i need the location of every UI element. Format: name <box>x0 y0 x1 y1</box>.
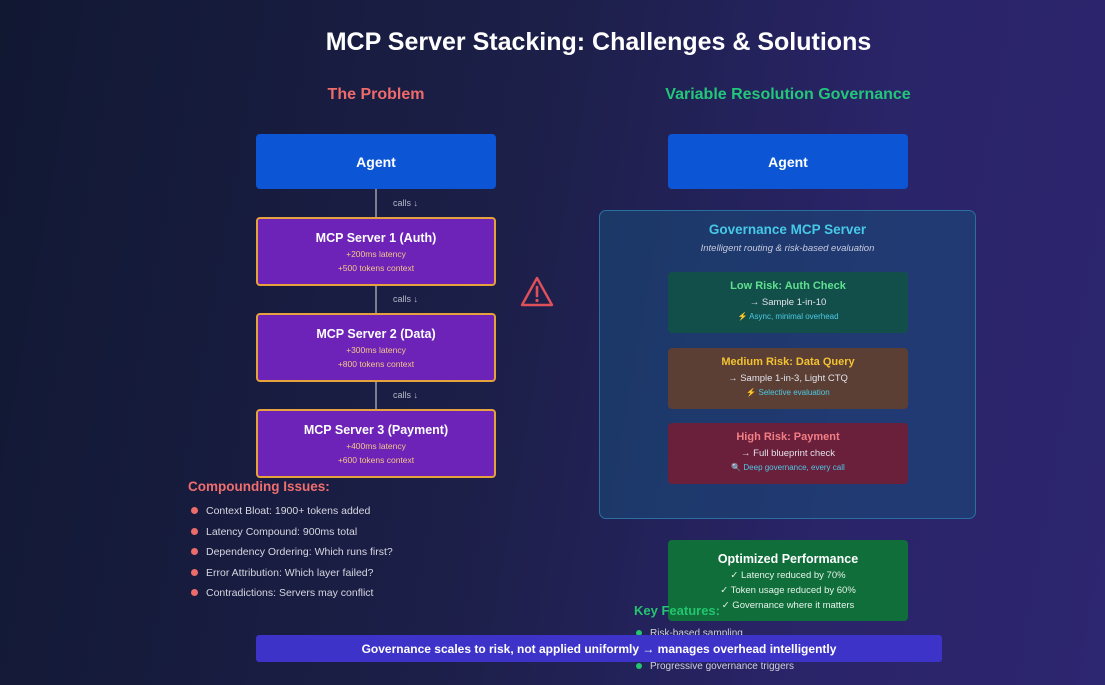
footer-text: Governance scales to risk, not applied u… <box>361 641 837 656</box>
calls-label: calls ↓ <box>393 294 419 304</box>
problem-agent-label: Agent <box>356 153 396 170</box>
calls-label: calls ↓ <box>393 390 419 400</box>
mcp-server-2: MCP Server 2 (Data) +300ms latency +800 … <box>256 313 496 382</box>
performance-line: ✓ Token usage reduced by 60% <box>720 585 856 596</box>
risk-title: High Risk: Payment <box>736 431 840 443</box>
server-tokens: +500 tokens context <box>337 263 415 273</box>
risk-title: Medium Risk: Data Query <box>721 356 855 368</box>
issues-title: Compounding Issues: <box>188 479 330 494</box>
key-feature-item: Progressive governance triggers <box>636 661 794 672</box>
issue-item: Error Attribution: Which layer failed? <box>191 567 374 579</box>
solution-heading: Variable Resolution Governance <box>665 86 911 103</box>
page-title: MCP Server Stacking: Challenges & Soluti… <box>325 28 872 56</box>
key-feature-text: Progressive governance triggers <box>650 661 794 672</box>
bullet-icon <box>191 547 198 555</box>
issue-item: Latency Compound: 900ms total <box>191 526 357 538</box>
calls-label: calls ↓ <box>393 198 419 208</box>
connector-line <box>375 286 377 313</box>
issue-item: Contradictions: Servers may conflict <box>191 587 373 599</box>
risk-action: → Sample 1-in-3, Light CTQ <box>728 373 848 384</box>
solution-agent-box: Agent <box>668 134 908 189</box>
risk-action: → Sample 1-in-10 <box>749 297 827 308</box>
solution-agent-label: Agent <box>768 153 808 170</box>
issue-text: Error Attribution: Which layer failed? <box>206 567 374 579</box>
risk-note: 🔍 Deep governance, every call <box>731 463 845 472</box>
server-tokens: +600 tokens context <box>337 455 415 465</box>
problem-heading: The Problem <box>327 86 425 103</box>
performance-title: Optimized Performance <box>717 552 859 566</box>
bullet-icon <box>191 527 198 535</box>
issue-item: Context Bloat: 1900+ tokens added <box>191 505 370 517</box>
warning-triangle-icon <box>520 276 554 307</box>
issue-text: Contradictions: Servers may conflict <box>206 587 374 599</box>
issue-item: Dependency Ordering: Which runs first? <box>191 546 393 558</box>
server-latency: +400ms latency <box>346 441 406 451</box>
server-name: MCP Server 1 (Auth) <box>315 231 437 245</box>
connector-line <box>375 382 377 409</box>
key-feature-item: Risk-based sampling <box>636 628 743 639</box>
server-tokens: +800 tokens context <box>337 359 415 369</box>
governance-subtitle: Intelligent routing & risk-based evaluat… <box>700 243 875 254</box>
medium-risk-box: Medium Risk: Data Query → Sample 1-in-3,… <box>668 348 908 409</box>
mcp-server-1: MCP Server 1 (Auth) +200ms latency +500 … <box>256 217 496 286</box>
high-risk-box: High Risk: Payment → Full blueprint chec… <box>668 423 908 484</box>
risk-note: ⚡ Selective evaluation <box>746 388 830 397</box>
risk-action: → Full blueprint check <box>741 448 835 459</box>
footer-banner: Governance scales to risk, not applied u… <box>256 635 942 662</box>
bullet-icon <box>636 663 642 670</box>
performance-line: ✓ Governance where it matters <box>721 600 855 611</box>
key-feature-text: Risk-based sampling <box>650 628 743 639</box>
bullet-icon <box>191 588 198 596</box>
server-name: MCP Server 3 (Payment) <box>303 423 449 437</box>
issue-text: Latency Compound: 900ms total <box>206 526 358 538</box>
server-name: MCP Server 2 (Data) <box>316 327 436 341</box>
connector-line <box>375 189 377 217</box>
bullet-icon <box>191 506 198 514</box>
server-latency: +200ms latency <box>346 249 406 259</box>
bullet-icon <box>636 630 642 637</box>
key-features-title: Key Features: <box>634 603 720 618</box>
problem-agent-box: Agent <box>256 134 496 189</box>
performance-box: Optimized Performance ✓ Latency reduced … <box>668 540 908 621</box>
bullet-icon <box>191 568 198 576</box>
issue-text: Dependency Ordering: Which runs first? <box>206 546 393 558</box>
low-risk-box: Low Risk: Auth Check → Sample 1-in-10 ⚡ … <box>668 272 908 333</box>
risk-title: Low Risk: Auth Check <box>730 280 846 292</box>
server-latency: +300ms latency <box>346 345 406 355</box>
mcp-server-3: MCP Server 3 (Payment) +400ms latency +6… <box>256 409 496 478</box>
governance-title: Governance MCP Server <box>708 222 867 237</box>
issue-text: Context Bloat: 1900+ tokens added <box>206 505 371 517</box>
performance-line: ✓ Latency reduced by 70% <box>730 570 846 581</box>
risk-note: ⚡ Async, minimal overhead <box>737 312 839 321</box>
